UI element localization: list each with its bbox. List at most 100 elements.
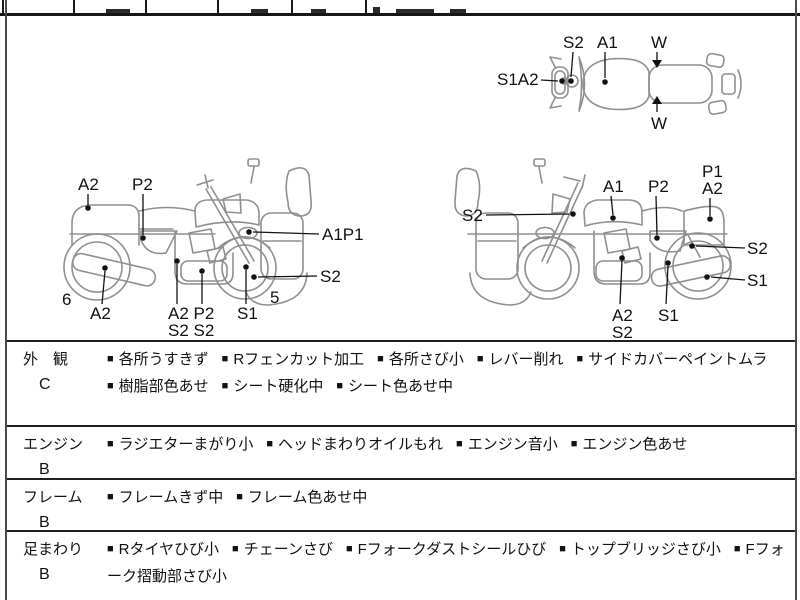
front-fender xyxy=(217,236,271,249)
section-label: 足まわり xyxy=(23,541,84,558)
section-label: エンジン xyxy=(23,436,84,453)
motorcycle-top-view-art xyxy=(549,52,742,115)
clipped-text-marks xyxy=(106,9,130,13)
section-column: 外 観 C xyxy=(5,342,105,425)
clipped-text-marks xyxy=(311,9,326,13)
section-column: フレーム B xyxy=(5,480,105,531)
grade-value: C xyxy=(39,376,51,393)
damage-label: S2 xyxy=(563,33,584,52)
seat xyxy=(138,206,196,212)
condition-item: ■Rタイヤひび小 xyxy=(107,541,220,558)
bullet-icon: ■ xyxy=(345,543,353,555)
right-view-labels: S2 A1 P2 P1 A2 S2 S1 A2 S2 S1 xyxy=(462,162,768,342)
fuel-tank xyxy=(194,199,260,228)
muffler xyxy=(650,255,732,287)
front-wheel xyxy=(551,66,569,99)
section-label: 外 観 xyxy=(23,351,69,368)
front-cowl xyxy=(454,167,481,217)
bullet-icon: ■ xyxy=(107,543,114,555)
clipped-text-marks xyxy=(373,7,380,13)
damage-label: S2 xyxy=(320,267,341,286)
condition-item: ■樹脂部色あせ xyxy=(107,378,209,395)
sheet-left-border xyxy=(5,0,7,600)
arrow-up-icon xyxy=(652,96,662,104)
bullet-icon: ■ xyxy=(221,353,229,365)
damage-label: S1A2 xyxy=(497,70,539,89)
bullet-icon: ■ xyxy=(107,438,114,450)
condition-item: ■エンジン音小 xyxy=(456,436,558,453)
condition-item: ■各所うすきず xyxy=(107,351,209,368)
grade-value: B xyxy=(39,514,50,531)
headlight xyxy=(222,193,242,214)
bullet-icon: ■ xyxy=(232,543,239,555)
table-divider xyxy=(2,0,4,14)
mirror xyxy=(565,74,579,88)
condition-table: 外 観 C ■各所うすきず■Rフェンカット加工■各所さび小■レバー削れ■サイドカ… xyxy=(5,340,795,600)
table-border-line xyxy=(0,13,800,16)
damage-label: A2 xyxy=(612,306,633,325)
clipped-text-marks xyxy=(251,9,268,13)
handlebar xyxy=(578,56,586,112)
front-cowl xyxy=(285,167,313,217)
front-fork xyxy=(541,182,584,264)
bullet-icon: ■ xyxy=(107,491,114,503)
damage-label: W xyxy=(651,114,667,133)
condition-item: ■Fフォーク摺動部さび小 xyxy=(107,541,785,585)
condition-item: ■シート硬化中 xyxy=(221,378,324,395)
tail-cowl xyxy=(683,205,725,246)
grade-value: B xyxy=(39,566,50,583)
condition-table-row: エンジン B ■ラジエターまがり小■ヘッドまわりオイルもれ■エンジン音小■エンジ… xyxy=(5,425,795,478)
damage-label: P2 xyxy=(132,175,153,194)
table-divider xyxy=(365,0,367,14)
bullet-icon: ■ xyxy=(221,380,229,392)
panel-number: 5 xyxy=(270,288,279,307)
arrow-down-icon xyxy=(652,60,662,68)
fuel-tank xyxy=(582,57,650,111)
condition-table-row: 足まわり B ■Rタイヤひび小■チェーンさび■Fフォークダストシールひび■トップ… xyxy=(5,530,795,600)
bullet-icon: ■ xyxy=(456,438,463,450)
top-view-labels: S1A2 S2 A1 W W xyxy=(497,33,667,133)
condition-table-row: フレーム B ■フレームきず中 ■フレーム色あせ中 xyxy=(5,478,795,531)
condition-item: ■Rフェンカット加工 xyxy=(221,351,365,368)
damage-label: A2 xyxy=(702,179,723,198)
condition-item: ■エンジン色あせ xyxy=(570,436,688,453)
condition-item: ■Fフォークダストシールひび xyxy=(345,541,547,558)
damage-label: S2 xyxy=(612,323,633,342)
damage-label: S1 xyxy=(237,304,258,323)
headlight xyxy=(551,193,571,214)
condition-item: ■フレームきず中 xyxy=(107,489,224,506)
damage-label: A1 xyxy=(603,177,624,196)
bullet-icon: ■ xyxy=(107,380,114,392)
table-divider xyxy=(217,0,219,14)
bullet-icon: ■ xyxy=(236,491,243,503)
sheet-right-border xyxy=(795,0,797,600)
bullet-icon: ■ xyxy=(570,438,578,450)
damage-label: A1P1 xyxy=(322,225,364,244)
table-divider xyxy=(145,0,147,14)
seat xyxy=(648,64,713,104)
damage-label: W xyxy=(651,33,667,52)
damage-label: S1 xyxy=(658,306,679,325)
bullet-icon: ■ xyxy=(576,353,584,365)
section-label: フレーム xyxy=(23,489,83,506)
damage-label: A1 xyxy=(597,33,618,52)
condition-table-row: 外 観 C ■各所うすきず■Rフェンカット加工■各所さび小■レバー削れ■サイドカ… xyxy=(5,340,795,425)
motorcycle-right-view-art xyxy=(454,158,732,306)
condition-item: ■フレーム色あせ中 xyxy=(236,489,368,506)
condition-item: ■ラジエターまがり小 xyxy=(107,436,254,453)
frame xyxy=(174,230,234,285)
damage-label: A2 P2 xyxy=(168,304,214,323)
muffler xyxy=(71,252,157,287)
side-cover xyxy=(649,230,687,253)
bullet-icon: ■ xyxy=(336,380,343,392)
condition-item: ■ヘッドまわりオイルもれ xyxy=(266,436,444,453)
damage-label: S1 xyxy=(747,271,768,290)
mirror xyxy=(533,158,546,167)
motorcycle-left-view-diagram: A2 P2 A1P1 S2 6 A2 A2 P2 S2 S2 S1 5 xyxy=(62,158,364,340)
bullet-icon: ■ xyxy=(733,543,741,555)
bullet-icon: ■ xyxy=(559,543,566,555)
fuel-tank xyxy=(583,199,643,227)
condition-items: ■Rタイヤひび小■チェーンさび■Fフォークダストシールひび■トップブリッジさび小… xyxy=(105,532,795,600)
table-divider xyxy=(73,0,75,14)
